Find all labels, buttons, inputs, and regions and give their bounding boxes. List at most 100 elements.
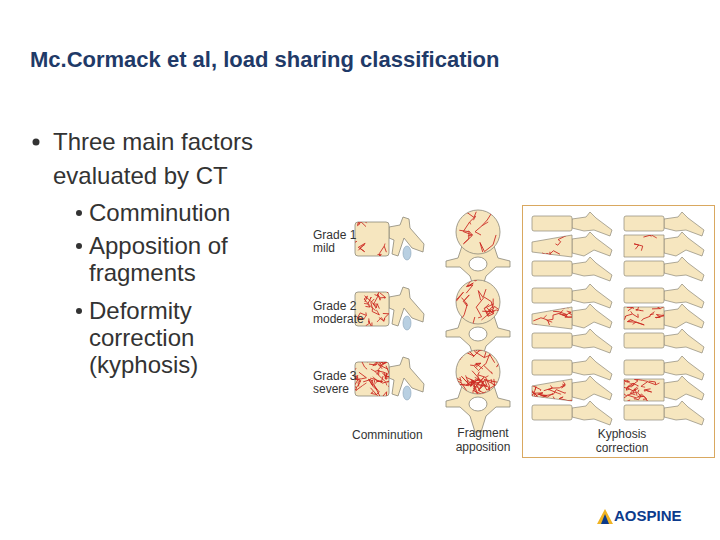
posterior-elements [664, 401, 704, 425]
crack [357, 372, 367, 379]
fracture-lines [526, 381, 576, 406]
sub-bullet-text: Apposition of fragments [89, 232, 264, 286]
crack [386, 382, 387, 386]
crack [548, 255, 553, 257]
crack [502, 310, 508, 312]
sub-bullet-text: Deformity correction (kyphosis) [89, 297, 264, 378]
crack [470, 338, 472, 342]
crack [466, 283, 473, 293]
crack [622, 396, 627, 399]
crack [475, 397, 479, 398]
bullet-dot [76, 243, 82, 249]
crack [553, 311, 568, 317]
crack [533, 400, 544, 406]
crack [380, 362, 388, 366]
crack [631, 311, 633, 314]
crack [656, 383, 660, 385]
crack [389, 314, 390, 318]
crack [483, 289, 493, 308]
fracture-lines [355, 362, 389, 396]
slide-title: Mc.Cormack et al, load sharing classific… [30, 46, 710, 74]
crack [479, 335, 481, 339]
axial-vertebra [446, 209, 510, 292]
crack [557, 393, 561, 394]
crack [470, 347, 475, 349]
fracture-lines [443, 336, 516, 415]
crack [364, 296, 376, 311]
fracture-lines [622, 301, 665, 325]
crack [480, 398, 482, 401]
spinal-canal [469, 257, 487, 271]
crack [470, 379, 473, 383]
crack [362, 383, 366, 386]
crack [631, 410, 633, 411]
crack [543, 315, 546, 318]
crack [475, 342, 476, 344]
vertebral-body [532, 333, 572, 348]
posterior-elements [572, 212, 612, 236]
crack [651, 235, 657, 238]
side-vertebra [350, 217, 424, 260]
bullet-dot [33, 139, 40, 146]
crack [651, 229, 652, 230]
kyphosis-segment [532, 212, 612, 281]
crack [634, 231, 639, 232]
crack [525, 326, 537, 330]
crack [524, 305, 526, 306]
crack [655, 315, 664, 318]
crack [377, 293, 385, 300]
crack [459, 209, 476, 218]
crack [559, 402, 563, 405]
vertebral-body [624, 288, 664, 303]
crack [614, 380, 630, 387]
kyphosis-segment [612, 356, 704, 425]
crack [568, 401, 574, 404]
crack [533, 398, 536, 399]
posterior-elements [664, 376, 704, 400]
crack [478, 365, 484, 371]
crack [480, 235, 496, 252]
crack [379, 246, 386, 256]
bullet-dot [76, 210, 82, 216]
crack [366, 324, 369, 326]
spinal-canal [469, 397, 487, 411]
crack [536, 395, 538, 396]
posterior-elements [572, 356, 612, 380]
logo-text: AOSPINE [614, 507, 714, 525]
crack [542, 252, 550, 257]
crack [463, 216, 475, 235]
crack [378, 292, 388, 295]
crack [625, 408, 626, 410]
crack [551, 384, 565, 388]
crack [465, 339, 474, 356]
kyphosis-segment [518, 284, 612, 353]
crack [642, 380, 648, 381]
posterior-elements [572, 232, 612, 256]
crack [373, 377, 377, 382]
crack [461, 354, 462, 355]
nerve-root [403, 316, 411, 330]
crack [363, 380, 380, 396]
crack [460, 392, 473, 405]
crack [545, 401, 546, 402]
crack [627, 319, 644, 325]
crack [626, 305, 634, 310]
crack [501, 386, 502, 389]
logo-figure [601, 514, 609, 524]
crack [559, 397, 574, 402]
crack [465, 340, 471, 341]
crack [514, 357, 516, 358]
crack [626, 303, 627, 306]
posterior-elements [664, 257, 704, 281]
crack [617, 381, 618, 383]
fracture-lines [634, 228, 658, 251]
vertebral-body [456, 210, 500, 254]
posterior-elements [664, 356, 704, 380]
crack [660, 306, 664, 309]
crack [641, 314, 654, 321]
crack [631, 379, 642, 387]
crack [533, 318, 549, 325]
crack [445, 292, 464, 301]
crack [616, 389, 622, 392]
vertebral-body [532, 216, 572, 231]
